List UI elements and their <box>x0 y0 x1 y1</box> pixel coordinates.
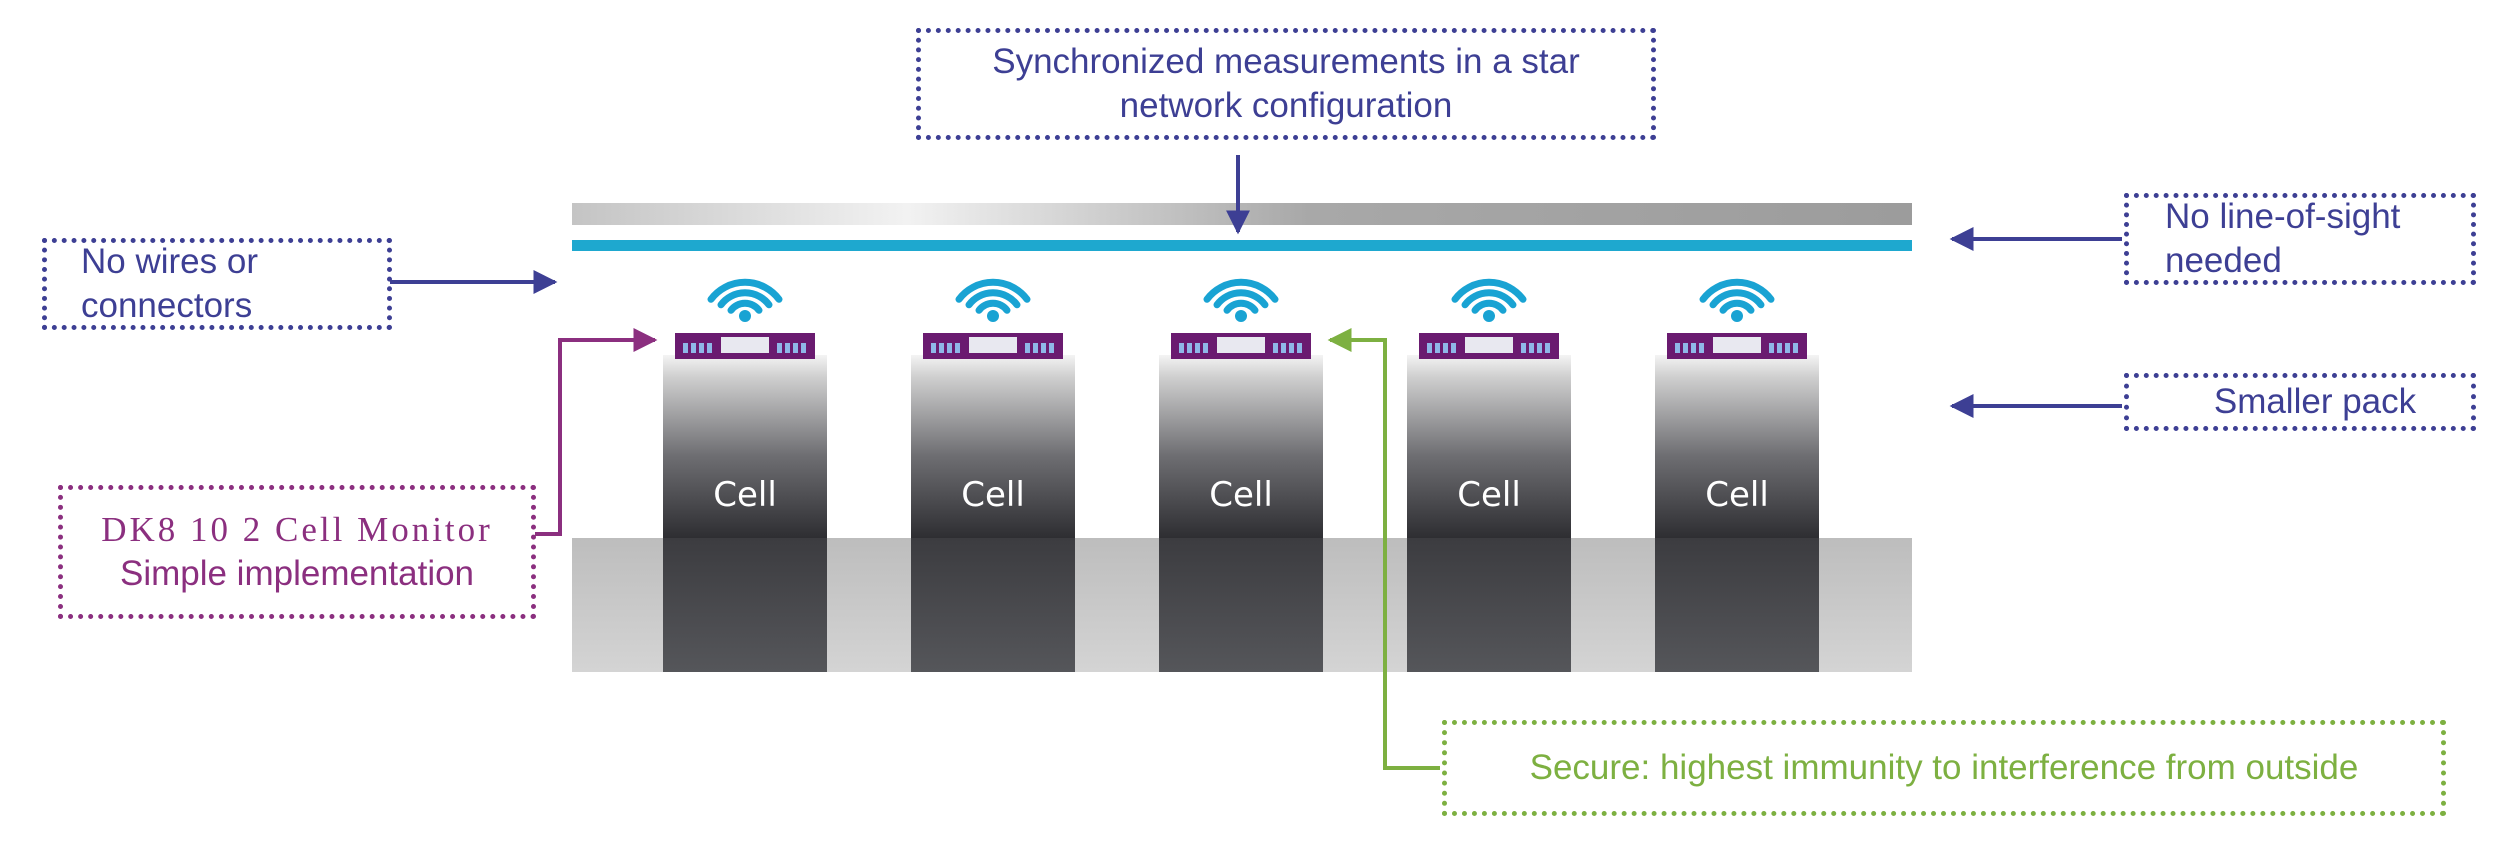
wifi-icon <box>1699 278 1775 322</box>
board-pin <box>1435 343 1440 353</box>
star-network-callout: Synchronized measurements in a star netw… <box>916 28 1656 140</box>
board-pin <box>1521 343 1526 353</box>
monitor-chip <box>1713 337 1761 353</box>
cell-label: Cell <box>1457 475 1521 515</box>
cell-lower-body <box>663 538 827 672</box>
board-pin <box>1537 343 1542 353</box>
secure-callout: Secure: highest immunity to interference… <box>1442 720 2446 816</box>
monitor-arrow <box>535 328 658 536</box>
board-pin <box>1691 343 1696 353</box>
battery-cell-1 <box>663 278 827 672</box>
board-pin <box>1195 343 1200 353</box>
cell-lower-body <box>1159 538 1323 672</box>
board-pin <box>1793 343 1798 353</box>
board-pin <box>1281 343 1286 353</box>
board-pin <box>931 343 936 353</box>
board-pin <box>777 343 782 353</box>
board-pin <box>1777 343 1782 353</box>
star-network-line2: network configuration <box>1119 86 1453 125</box>
cell-label: Cell <box>713 475 777 515</box>
cell-body <box>663 355 827 538</box>
wifi-icon <box>707 278 783 322</box>
monitor-chip <box>721 337 769 353</box>
board-pin <box>1187 343 1192 353</box>
monitor-chip <box>969 337 1017 353</box>
cell-body <box>911 355 1075 538</box>
battery-cell-2 <box>911 278 1075 672</box>
board-pin <box>1179 343 1184 353</box>
board-pin <box>1451 343 1456 353</box>
line-of-sight-line1: No line-of-sight <box>2165 197 2401 237</box>
cell-body <box>1407 355 1571 538</box>
secure-arrow <box>1327 328 1440 770</box>
board-pin <box>1273 343 1278 353</box>
board-pin <box>1699 343 1704 353</box>
wifi-icon <box>955 278 1031 322</box>
board-pin <box>691 343 696 353</box>
battery-cell-5 <box>1655 278 1819 672</box>
no-wires-line1: No wires or <box>81 242 258 282</box>
cell-monitor-callout: DK8 10 2 Cell Monitor Simple implementat… <box>58 485 536 619</box>
board-pin <box>1033 343 1038 353</box>
monitor-chip <box>1217 337 1265 353</box>
board-pin <box>1443 343 1448 353</box>
board-pin <box>707 343 712 353</box>
cell-lower-body <box>1407 538 1571 672</box>
no-wires-callout: No wires or connectors <box>42 238 392 330</box>
cell-body <box>1655 355 1819 538</box>
board-pin <box>1785 343 1790 353</box>
board-pin <box>1545 343 1550 353</box>
board-pin <box>683 343 688 353</box>
board-pin <box>1683 343 1688 353</box>
cell-group <box>663 278 1819 672</box>
board-pin <box>947 343 952 353</box>
board-pin <box>939 343 944 353</box>
board-pin <box>1297 343 1302 353</box>
board-pin <box>1769 343 1774 353</box>
board-pin <box>1427 343 1432 353</box>
board-pin <box>699 343 704 353</box>
cell-monitor-line1: DK8 10 2 Cell Monitor <box>101 510 493 550</box>
no-wires-line2: connectors <box>81 286 253 325</box>
line-of-sight-callout: No line-of-sight needed <box>2124 193 2476 285</box>
board-pin <box>1041 343 1046 353</box>
board-pin <box>955 343 960 353</box>
secure-text: Secure: highest immunity to interference… <box>1529 748 2359 788</box>
cell-label: Cell <box>1705 475 1769 515</box>
battery-cell-3 <box>1159 278 1323 672</box>
monitor-chip <box>1465 337 1513 353</box>
board-pin <box>1529 343 1534 353</box>
cell-label: Cell <box>1209 475 1273 515</box>
wifi-icon <box>1203 278 1279 322</box>
top-gray-bar <box>572 203 1912 225</box>
wifi-icon <box>1451 278 1527 322</box>
cell-label: Cell <box>961 475 1025 515</box>
network-bus-bar <box>572 240 1912 251</box>
board-pin <box>1203 343 1208 353</box>
line-of-sight-line2: needed <box>2165 241 2282 280</box>
board-pin <box>785 343 790 353</box>
smaller-pack-callout: Smaller pack <box>2124 373 2476 431</box>
board-pin <box>801 343 806 353</box>
board-pin <box>793 343 798 353</box>
cell-body <box>1159 355 1323 538</box>
board-pin <box>1675 343 1680 353</box>
board-pin <box>1049 343 1054 353</box>
smaller-pack-text: Smaller pack <box>2213 382 2417 422</box>
cell-monitor-line2: Simple implementation <box>119 554 475 593</box>
board-pin <box>1289 343 1294 353</box>
battery-cell-4 <box>1407 278 1571 672</box>
cell-lower-body <box>911 538 1075 672</box>
board-pin <box>1025 343 1030 353</box>
star-network-line1: Synchronized measurements in a star <box>992 42 1580 82</box>
cell-lower-body <box>1655 538 1819 672</box>
